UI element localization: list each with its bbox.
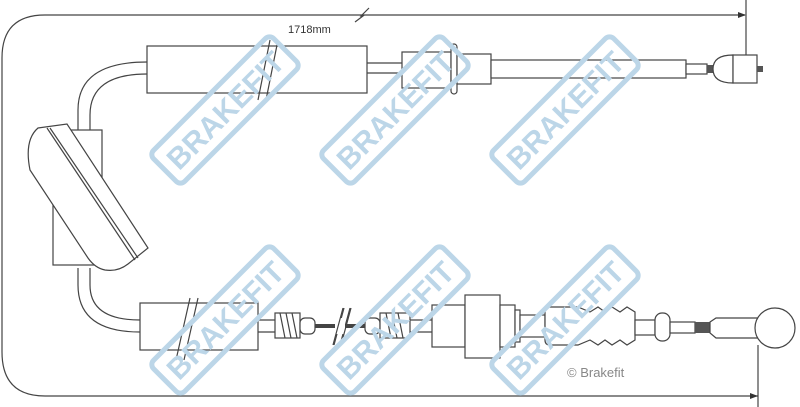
arrow-bottom	[750, 393, 758, 399]
watermark-logo: BRAKEFIT	[489, 34, 641, 186]
break-mark-dim	[354, 7, 370, 23]
bottom-sheath	[139, 302, 259, 351]
copyright-text: © Brakefit	[567, 365, 625, 380]
length-label: 1718mm	[288, 24, 331, 36]
end-ball	[754, 307, 796, 349]
dimension-line	[1, 14, 758, 397]
adjuster-nut	[464, 294, 501, 359]
arrow-top	[738, 12, 746, 18]
top-sheath	[146, 45, 368, 94]
top-end-nut	[732, 54, 758, 84]
